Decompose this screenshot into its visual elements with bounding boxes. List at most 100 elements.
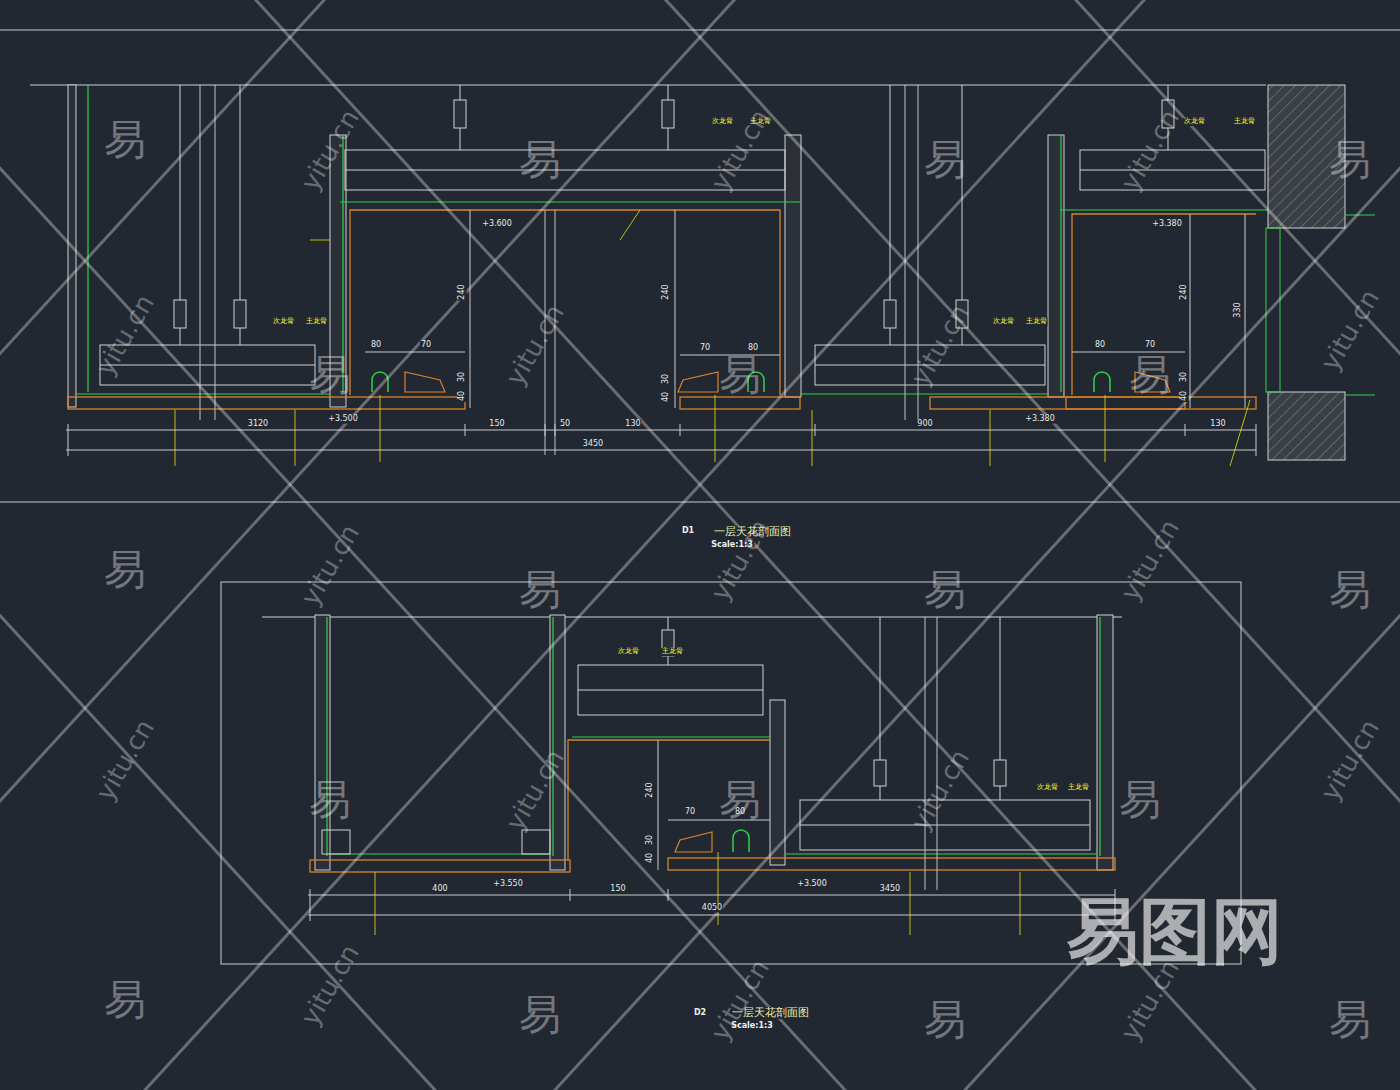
watermark-url: yitu.cn: [705, 954, 775, 1047]
leader-line: [175, 210, 1250, 935]
watermark-line: [0, 0, 780, 1090]
partition-wall: [550, 615, 565, 870]
watermark-url: yitu.cn: [1115, 514, 1185, 607]
dimension-text: 50: [559, 420, 571, 429]
dimension-text: 240: [662, 283, 671, 300]
keel-channel: [100, 365, 315, 366]
dimension-text: 240: [458, 283, 467, 300]
dimension-line: [66, 210, 1256, 921]
leader-line: [375, 872, 376, 935]
leader-line: [380, 395, 381, 462]
partition-wall: [1048, 135, 1064, 397]
keel-channel: [578, 690, 763, 691]
partition-wall: [785, 135, 801, 397]
finish-line: [800, 393, 1048, 394]
wall-panel: [1345, 395, 1375, 396]
sheet-frame: [0, 30, 1400, 964]
dimension-text: 240: [1180, 283, 1189, 300]
watermark-line: [0, 0, 370, 1090]
wall-panel: [1345, 215, 1375, 216]
drawing-code: D2: [693, 1009, 707, 1018]
watermark-url: yitu.cn: [1115, 104, 1185, 197]
gypsum-board: [680, 397, 800, 409]
watermark-logo: 易图网: [1066, 892, 1284, 971]
hanger-rod: [994, 760, 1006, 786]
dimension-text: 900: [916, 420, 933, 429]
dimension-text: 40: [646, 852, 655, 864]
sheet-frame: [0, 502, 1400, 503]
light-trough: [733, 830, 749, 852]
dimension-text: 70: [420, 341, 432, 350]
watermark-char: 易: [518, 567, 562, 613]
dimension-line: [658, 740, 659, 870]
leader-line: [310, 240, 330, 241]
watermark-line: [90, 0, 1190, 1090]
keel-channel: [578, 665, 763, 715]
dimension-text: 130: [624, 420, 641, 429]
leader-line: [295, 410, 296, 466]
dimension-line: [308, 915, 1115, 916]
watermark-url: yitu.cn: [295, 519, 365, 612]
dimension-text: 3450: [879, 885, 901, 894]
watermark-line: [210, 0, 1310, 1090]
led-strip: [675, 832, 712, 852]
hanger-rod: [174, 300, 186, 328]
watermark-char: 易: [103, 117, 147, 163]
slab-line: [262, 617, 1122, 618]
watermark-char: 易: [923, 567, 967, 613]
dimension-text: 130: [1209, 420, 1226, 429]
finish-line: [572, 736, 770, 737]
leader-line: [620, 210, 640, 240]
dimension-line: [465, 424, 466, 436]
finish-line: [1060, 209, 1268, 210]
dimension-line: [66, 430, 1256, 431]
material-note: 主龙骨: [1067, 784, 1090, 792]
watermark-char: 易: [308, 352, 352, 398]
hanger-rod: [874, 760, 886, 786]
dimension-text: +3.500: [796, 880, 828, 889]
concrete-wall: [1268, 392, 1345, 460]
dimension-line: [680, 424, 681, 436]
dimension-line: [815, 424, 816, 436]
keel-channel: [1080, 150, 1265, 190]
dimension-text: 30: [662, 373, 671, 385]
partition-wall: [1097, 615, 1113, 870]
hanger-rod: [454, 100, 466, 128]
gypsum-board: [1066, 397, 1256, 409]
dimension-text: 400: [431, 885, 448, 894]
dimension-line: [675, 210, 676, 408]
dimension-text: 30: [646, 834, 655, 846]
dimension-text: 30: [1180, 371, 1189, 383]
keel-channel: [322, 830, 350, 854]
finish-line: [552, 617, 553, 856]
dimension-text: 70: [699, 344, 711, 353]
dimension-line: [1185, 424, 1186, 436]
leader-line: [1020, 872, 1021, 935]
watermark-char: 易: [923, 997, 967, 1043]
light-trough: [372, 372, 1110, 852]
finish-line: [76, 85, 1268, 856]
dimension-text: 150: [488, 420, 505, 429]
leader-line: [990, 410, 991, 466]
dimension-text: 40: [458, 390, 467, 402]
watermark-char: 易: [1118, 777, 1162, 823]
dimension-text: 70: [1144, 341, 1156, 350]
dimension-line: [570, 889, 571, 901]
dimension-text: +3.380: [1151, 220, 1183, 229]
watermark-line: [910, 0, 1400, 1090]
watermark-line: [0, 0, 900, 1090]
dimension-text: 330: [1234, 301, 1243, 318]
watermark-char: 易: [518, 137, 562, 183]
hanger-rod: [174, 85, 1174, 800]
dimension-line: [1245, 214, 1246, 408]
keel-channel: [1080, 170, 1265, 171]
keel-channel: [800, 825, 1090, 826]
watermark-url: yitu.cn: [90, 714, 160, 807]
dimension-text: 80: [1094, 341, 1106, 350]
watermark-char: 易: [518, 992, 562, 1038]
dimension-text: 150: [609, 885, 626, 894]
sheet-frame: [0, 30, 1400, 31]
dimension-text: 30: [458, 371, 467, 383]
